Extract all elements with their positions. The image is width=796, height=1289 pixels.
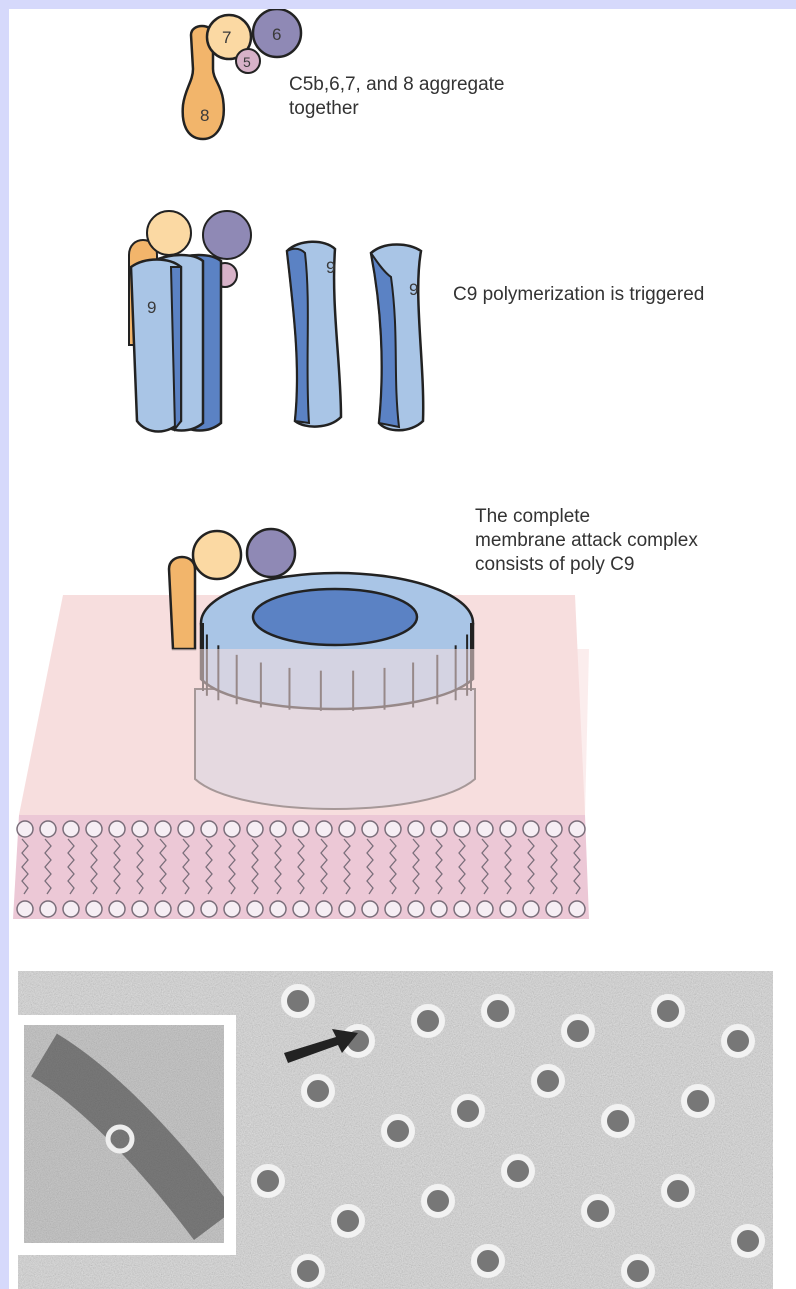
step3-label: The complete membrane attack complex con… [475, 505, 698, 577]
membrane-attack-complex-diagram [9, 519, 609, 929]
electron-micrograph [18, 971, 773, 1289]
c9-label-single1: 9 [326, 258, 335, 277]
c9-label-single2: 9 [409, 280, 418, 299]
c6-label: 6 [272, 25, 281, 44]
figure-frame: 8 7 5 6 C5b,6,7, and 8 aggregate togethe… [9, 9, 796, 1289]
c9-polymerization-diagram: 9 9 9 [109, 195, 459, 455]
c7-label: 7 [222, 28, 231, 47]
step2-label: C9 polymerization is triggered [453, 283, 704, 307]
step1-label: C5b,6,7, and 8 aggregate together [289, 73, 505, 121]
micrograph-inset [18, 1015, 236, 1255]
c8-label: 8 [200, 106, 209, 125]
c5-label: 5 [243, 54, 251, 70]
c9-label-complex: 9 [147, 298, 156, 317]
